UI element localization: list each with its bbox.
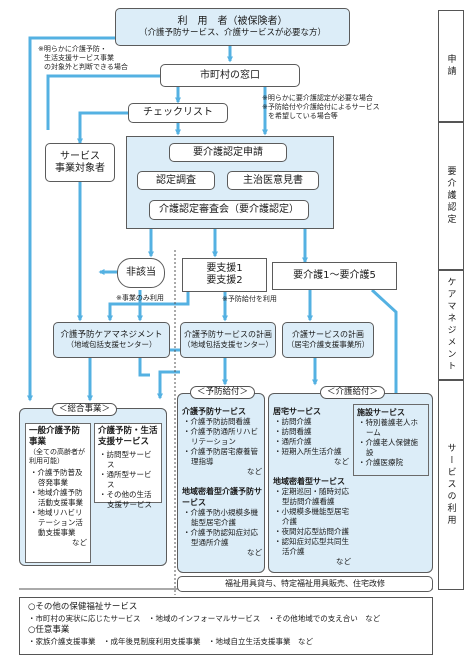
side-label-care-management: ケアマネジメント: [438, 270, 464, 380]
prevention-community-group: 地域密着型介護予防サービス 介護予防小規模多機能型居宅介護 介護予防認知症対応型…: [182, 486, 262, 557]
service-provider-box: サービス 事業対象者: [45, 143, 115, 182]
certification-survey: 認定調査: [137, 171, 215, 190]
side-label-application: 申請: [438, 10, 464, 122]
prevention-services-group: 介護予防サービス 介護予防訪問看護 介護予防通所リハビリテーション 介護予防居宅…: [182, 406, 262, 476]
arrow-user-to-general: [27, 36, 115, 402]
city-window-box: 市町村の窓口: [160, 64, 300, 87]
note-right: ※明らかに要介護認定が必要な場合 ※予防給付や介護給付によるサービス を希望して…: [262, 94, 380, 120]
prevention-benefit-header: ＜予防給付＞: [190, 386, 256, 399]
side-label-certification: 要介護認定: [438, 122, 464, 270]
certification-committee: 介護認定審査会（要介護認定）: [149, 200, 309, 220]
checklist-box: チェックリスト: [128, 103, 228, 123]
side-label-service-use: サービスの利用: [438, 380, 464, 590]
prevention-life-support-box: 介護予防・生活支援サービス 訪問型サービス 通所型サービス その他の生活支援サー…: [94, 423, 162, 509]
care-levels-box: 要介護1～要介護5: [272, 262, 397, 290]
general-prevention-box: 一般介護予防事業 （全ての高齢者が利用可能） 介護予防普及啓発事業 地域介護予防…: [25, 423, 91, 563]
support-levels-box: 要支援1 要支援2: [182, 258, 267, 292]
certification-application: 要介護認定申請: [169, 143, 287, 162]
note-business-only: ※事業のみ利用: [116, 294, 164, 302]
care-benefit-header: ＜介護給付＞: [320, 386, 386, 399]
facility-services-box: 施設サービス 特別養護老人ホーム 介護老人保健施設 介護医療院: [353, 404, 429, 476]
care-community-group: 地域密着型サービス 定期巡回・随時対応型訪問介護看護 小規模多機能型居宅介護 夜…: [273, 476, 351, 566]
prevention-care-management: 介護予防ケアマネジメント （地域包括支援センター）: [53, 322, 170, 358]
home-services-group: 居宅サービス 訪問介護 訪問看護 通所介護 短期入所生活介護 など: [273, 406, 349, 466]
certification-doctor-opinion: 主治医意見書: [227, 171, 319, 190]
general-business-header: ＜総合事業＞: [52, 403, 118, 416]
user-title: 利 用 者（被保険者）: [177, 16, 288, 27]
care-benefit-panel: 居宅サービス 訪問介護 訪問看護 通所介護 短期入所生活介護 など 地域密着型サ…: [268, 393, 433, 573]
welfare-equipment-box: 福祉用具貸与、特定福祉用具販売、住宅改修: [177, 576, 433, 592]
user-box: 利 用 者（被保険者） （介護予防サービス、介護サービスが必要な方）: [115, 8, 350, 46]
certification-panel: 要介護認定申請 認定調査 主治医意見書 介護認定審査会（要介護認定）: [126, 136, 334, 229]
not-applicable-box: 非該当: [117, 258, 165, 288]
user-subtitle: （介護予防サービス、介護サービスが必要な方）: [138, 28, 326, 38]
note-left: ※明らかに介護予防・ 生活支援サービス事業 の対象外と判断できる場合: [38, 45, 128, 71]
general-business-panel: 一般介護予防事業 （全ての高齢者が利用可能） 介護予防普及啓発事業 地域介護予防…: [19, 408, 167, 566]
care-service-plan: 介護サービスの計画 （居宅介護支援事業所）: [282, 322, 374, 358]
prevention-service-plan: 介護予防サービスの計画 （地域包括支援センター）: [180, 322, 276, 358]
prevention-benefit-panel: 介護予防サービス 介護予防訪問看護 介護予防通所リハビリテーション 介護予防居宅…: [177, 393, 265, 573]
bottom-other-services: ○その他の保健福祉サービス ・市町村の実状に応じたサービス ・地域のインフォーマ…: [19, 597, 433, 655]
note-benefit-use: ※予防給付を利用: [222, 295, 277, 303]
